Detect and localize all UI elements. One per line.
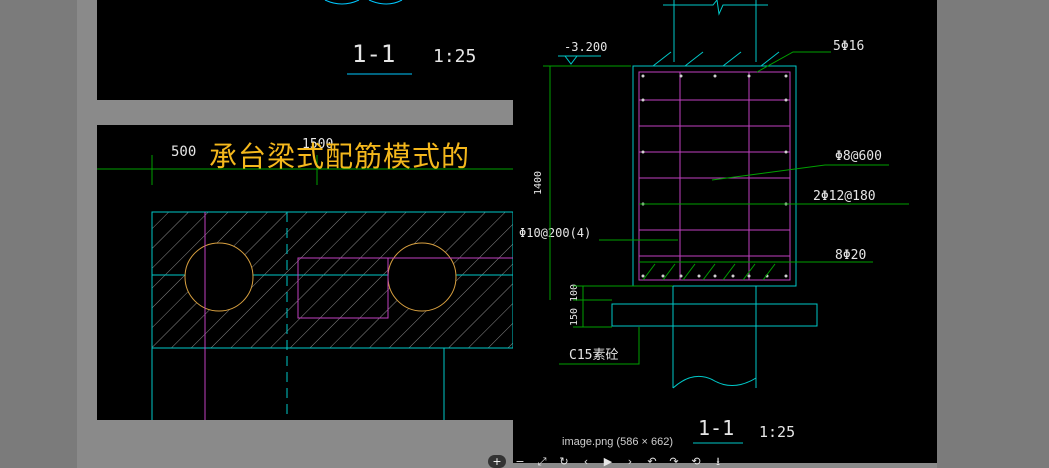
download-icon[interactable]: ⭳ xyxy=(716,455,720,468)
front-section-label: 1-1 xyxy=(698,416,734,440)
undo-icon[interactable]: ↶ xyxy=(647,455,657,468)
prev-icon[interactable]: ‹ xyxy=(583,455,589,468)
right-margin xyxy=(937,0,1049,468)
play-icon[interactable]: ▶ xyxy=(603,455,613,468)
elevation-label: -3.200 xyxy=(564,40,607,54)
label-c15: C15素砼 xyxy=(569,348,618,363)
label-phi10: Φ10@200(4) xyxy=(519,226,591,240)
mid-dim-left: 500 xyxy=(171,144,196,160)
label-2phi12: 2Φ12@180 xyxy=(813,189,876,204)
mid-dim-mid: 1500 xyxy=(302,137,333,152)
redo-icon[interactable]: ↷ xyxy=(669,455,679,468)
top-section-label: 1-1 xyxy=(352,40,395,68)
rotate-icon[interactable]: ↻ xyxy=(559,455,569,468)
cad-image-middle[interactable]: 500 1500 xyxy=(97,125,513,420)
dim-1400: 1400 xyxy=(533,171,544,195)
cad-image-top[interactable]: 1-1 1:25 xyxy=(97,0,513,100)
zoom-out-icon[interactable]: − xyxy=(515,455,525,468)
overlay-caption: 承台梁式配筋模式的 xyxy=(209,140,471,173)
dim-150: 150 xyxy=(569,308,580,326)
fit-to-screen-icon[interactable]: ⤢ xyxy=(537,455,547,468)
cad-image-preview[interactable]: -3.200 xyxy=(513,0,937,463)
front-scale-label: 1:25 xyxy=(759,423,795,441)
reset-icon[interactable]: ⟲ xyxy=(691,455,701,468)
viewer-toolbar: + − ⤢ ↻ ‹ ▶ › ↶ ↷ ⟲ ⭳ xyxy=(488,455,726,468)
dim-100: 100 xyxy=(569,284,580,302)
label-phi8: Φ8@600 xyxy=(835,149,882,164)
label-5phi16: 5Φ16 xyxy=(833,39,864,54)
label-8phi20: 8Φ20 xyxy=(835,248,866,263)
zoom-in-icon[interactable]: + xyxy=(488,455,506,468)
left-margin xyxy=(0,0,77,468)
next-icon[interactable]: › xyxy=(627,455,633,468)
image-filename-caption: image.png (586 × 662) xyxy=(562,436,673,448)
top-scale-label: 1:25 xyxy=(433,46,476,67)
